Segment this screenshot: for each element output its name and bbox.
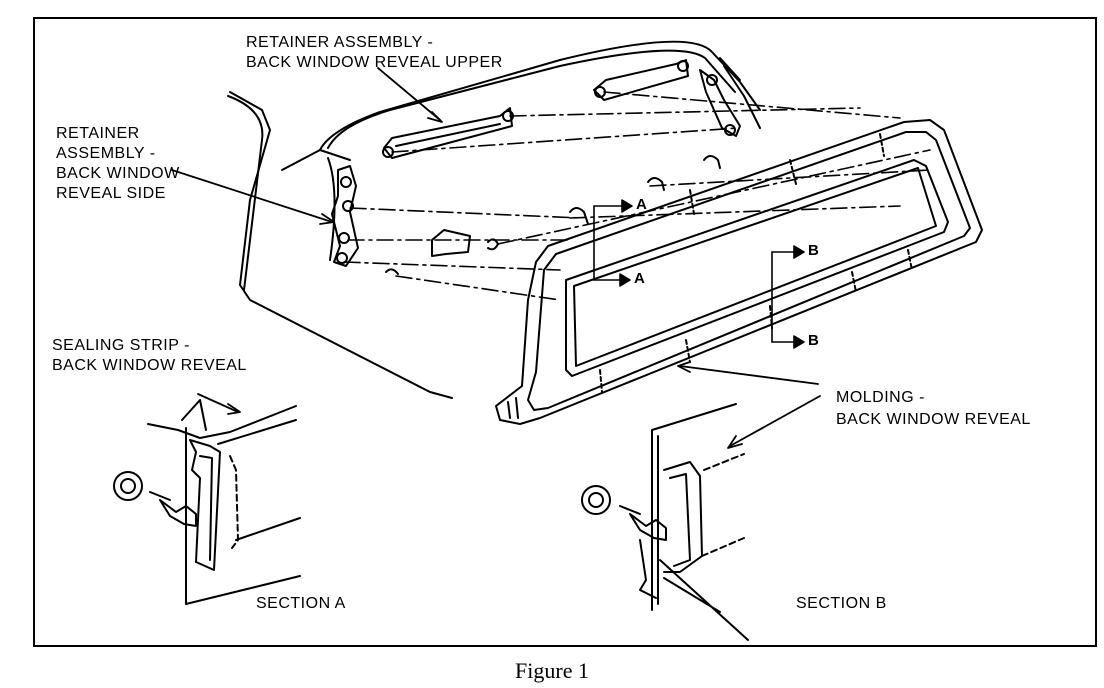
section-mark-a-bottom: A — [634, 270, 645, 287]
label-retainer-side-line1: RETAINER — [56, 125, 140, 142]
section-a-detail — [113, 399, 301, 605]
label-retainer-side-line2: ASSEMBLY - — [56, 145, 156, 162]
retainer-side — [331, 165, 359, 267]
section-mark-b-top: B — [808, 242, 819, 259]
figure-caption: Figure 1 — [515, 658, 589, 683]
label-retainer-upper-line1: RETAINER ASSEMBLY - — [246, 34, 434, 51]
label-retainer-upper-line2: BACK WINDOW REVEAL UPPER — [246, 54, 503, 71]
retainer-upper — [382, 59, 741, 159]
cab-body — [227, 40, 761, 399]
label-sealing-strip-line2: BACK WINDOW REVEAL — [52, 357, 247, 374]
assembly-lines — [343, 91, 931, 301]
section-b-detail — [581, 403, 749, 641]
label-section-a: SECTION A — [256, 595, 346, 612]
label-retainer-side-line4: REVEAL SIDE — [56, 185, 166, 202]
section-mark-a-top: A — [636, 196, 647, 213]
section-markers — [593, 199, 805, 349]
label-section-b: SECTION B — [796, 595, 887, 612]
molding-frame — [495, 119, 983, 425]
section-mark-b-bottom: B — [808, 332, 819, 349]
leader-lines — [171, 67, 821, 449]
label-molding-line1: MOLDING - — [836, 389, 925, 406]
label-retainer-side-line3: BACK WINDOW — [56, 165, 180, 182]
label-sealing-strip-line1: SEALING STRIP - — [52, 337, 190, 354]
label-molding-line2: BACK WINDOW REVEAL — [836, 411, 1031, 428]
